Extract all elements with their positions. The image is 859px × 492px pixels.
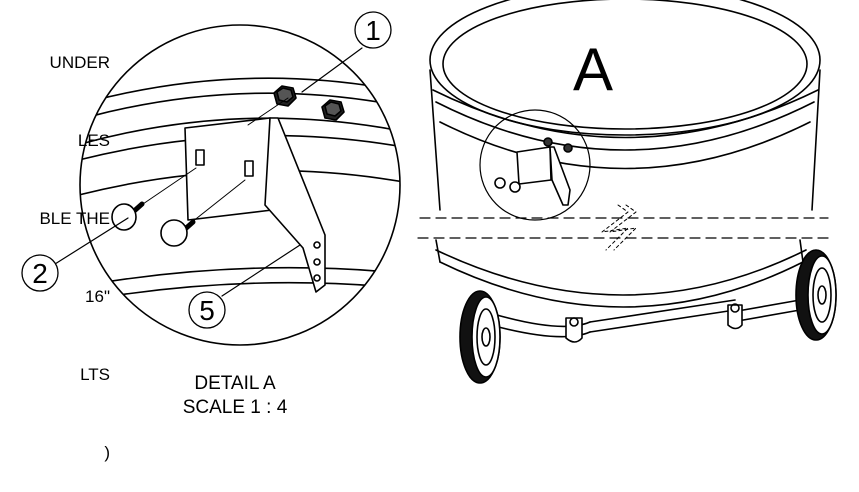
hex-nut	[273, 85, 297, 107]
detail-circle	[79, 24, 401, 346]
drum-wall-right-lower	[799, 239, 804, 263]
frame-right	[731, 299, 801, 313]
bracket-hole	[313, 274, 321, 282]
break-symbol	[609, 204, 637, 251]
detail-a-view	[79, 24, 401, 346]
frame-axle	[589, 299, 736, 323]
bracket-hole	[313, 241, 321, 249]
guide-line	[247, 97, 289, 126]
detail-contents	[80, 77, 400, 306]
view-label: A	[573, 36, 613, 103]
rim-band	[80, 281, 400, 306]
carriage-bolt	[160, 219, 196, 247]
hex-nut	[321, 99, 345, 121]
mount-tab-hole	[730, 303, 740, 313]
detail-title: DETAIL A	[194, 373, 276, 394]
drum-wall-left	[429, 69, 441, 211]
drum-wall-right	[811, 69, 821, 211]
exploded-assembly-drawing: 1 2 5	[21, 0, 837, 384]
callout-5	[188, 244, 301, 329]
wheel-left	[459, 290, 501, 384]
break-symbol	[601, 204, 629, 251]
drum-band	[439, 121, 811, 170]
instruction-line: 16"	[85, 287, 110, 306]
rim-band	[80, 92, 400, 126]
bracket-arm	[264, 117, 326, 293]
drum-band	[435, 101, 815, 151]
mount-tab-hole	[569, 317, 579, 327]
wheel-right	[795, 249, 837, 341]
callout-1	[301, 11, 392, 93]
frame-axle	[589, 309, 736, 333]
slot	[244, 160, 254, 177]
drum-bottom	[439, 261, 804, 308]
callout-2	[21, 217, 129, 292]
drum-rim-inner	[442, 0, 808, 130]
instruction-line: UNDER	[49, 53, 110, 72]
detail-caption: DETAIL A SCALE 1 : 4	[150, 372, 320, 420]
bracket-small	[494, 137, 573, 206]
callout-2-label: 2	[32, 258, 48, 289]
bracket-hole	[313, 258, 321, 266]
callout-1-label: 1	[365, 15, 381, 46]
frame-right	[731, 309, 801, 323]
instruction-line: LTS	[80, 365, 110, 384]
rim-band	[80, 266, 400, 291]
detail-a-marker	[479, 109, 591, 221]
detail-scale: SCALE 1 : 4	[182, 397, 288, 418]
drum-rim-outer	[429, 0, 821, 136]
rim-band	[80, 117, 400, 151]
guide-line	[191, 179, 246, 223]
callout-5-label: 5	[199, 295, 215, 326]
mount-tab	[727, 304, 743, 330]
drum-assembly	[417, 0, 837, 384]
slot	[195, 149, 205, 166]
drum-bottom	[435, 249, 807, 296]
guide-line	[139, 167, 197, 207]
mount-tab	[565, 317, 583, 343]
drum-band	[432, 89, 819, 139]
bracket-plate	[184, 117, 273, 221]
carriage-bolt	[111, 201, 145, 231]
instruction-line: )	[104, 443, 110, 462]
